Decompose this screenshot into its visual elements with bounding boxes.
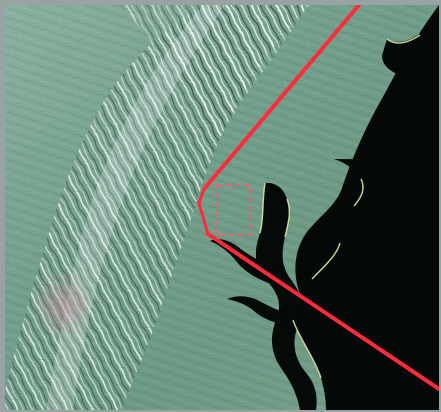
coastline-highlight <box>259 34 421 379</box>
study-area-box-icon <box>216 184 251 236</box>
map-svg <box>5 5 439 410</box>
potomac-estuary <box>210 239 273 284</box>
callout-left-bracket <box>197 187 210 236</box>
chesapeake-bay <box>255 182 317 410</box>
lower-bay-branch <box>227 296 294 327</box>
northern-ridges <box>121 5 309 156</box>
delaware-bay <box>292 159 439 410</box>
western-pale-highlands <box>47 5 225 410</box>
pink-haze <box>32 269 94 341</box>
callout-lower-line <box>206 232 439 391</box>
upper-ocean-inlet <box>382 23 439 93</box>
satellite-map <box>5 5 439 410</box>
callout-upper-line <box>202 5 361 191</box>
